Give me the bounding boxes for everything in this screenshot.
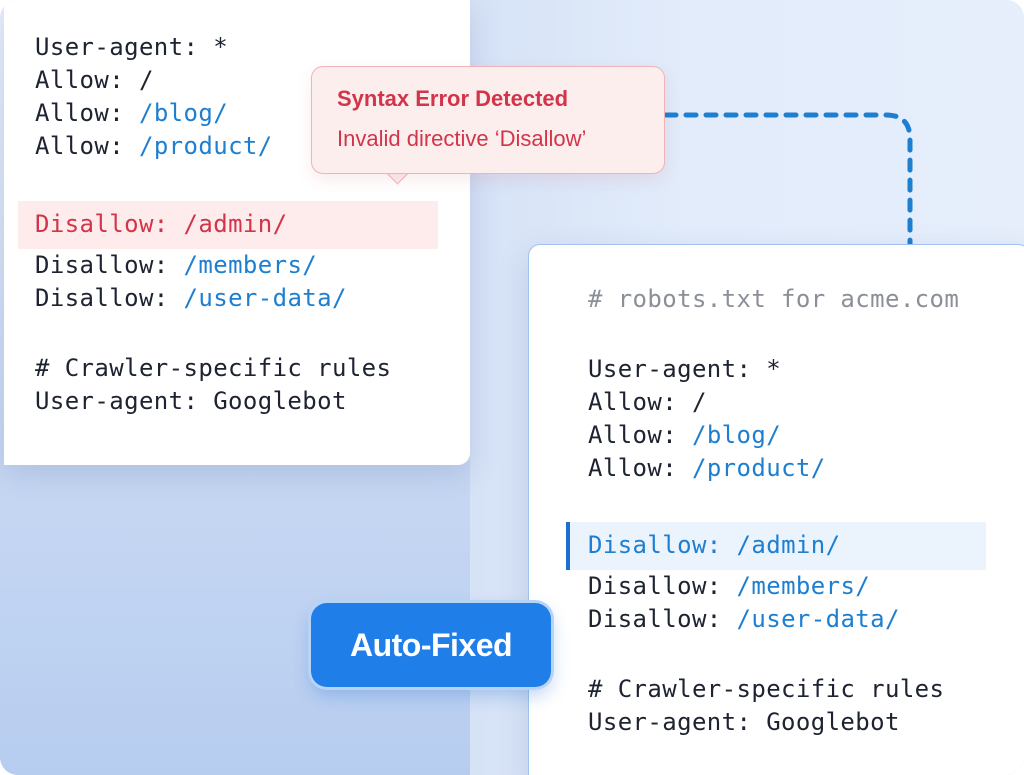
header-comment-line: # robots.txt for acme.com [588, 285, 960, 313]
syntax-error-tooltip: Syntax Error Detected Invalid directive … [311, 66, 665, 174]
code-line: Allow: /product/ [35, 132, 273, 160]
code-comment-line: # Crawler-specific rules [588, 675, 945, 703]
code-line: Allow: /product/ [588, 454, 826, 482]
error-line-highlight [18, 201, 438, 249]
error-code-line: Disallow: /admin/ [35, 210, 288, 238]
code-line: Disallow: /user-data/ [588, 605, 900, 633]
fixed-line-highlight [566, 522, 986, 570]
code-line: Allow: /blog/ [588, 421, 782, 449]
code-line: User-agent: Googlebot [588, 708, 900, 736]
code-line: Allow: /blog/ [35, 99, 229, 127]
code-line: Disallow: /members/ [588, 572, 871, 600]
code-line: User-agent: Googlebot [35, 387, 347, 415]
code-line: Allow: / [35, 66, 154, 94]
tooltip-title: Syntax Error Detected [337, 86, 569, 111]
tooltip-message: Invalid directive ‘Disallow’ [337, 126, 587, 151]
code-line: Allow: / [588, 388, 707, 416]
fixed-line-marker [566, 522, 570, 570]
code-line: Disallow: /user-data/ [35, 284, 347, 312]
fixed-code-line: Disallow: /admin/ [588, 531, 841, 559]
auto-fixed-badge: Auto-Fixed [311, 603, 551, 687]
code-line: User-agent: * [588, 355, 782, 383]
code-line: User-agent: * [35, 33, 229, 61]
code-comment-line: # Crawler-specific rules [35, 354, 392, 382]
code-line: Disallow: /members/ [35, 251, 318, 279]
fixed-robots-editor [528, 244, 1024, 775]
